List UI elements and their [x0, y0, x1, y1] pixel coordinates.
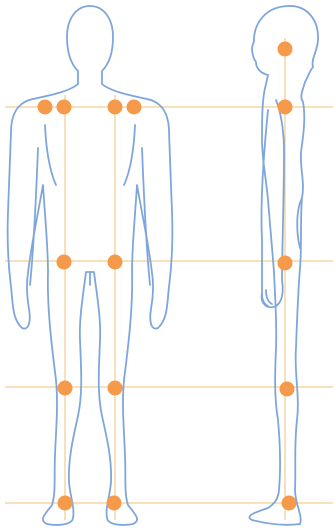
front-landmark-left-knee: [58, 381, 73, 396]
side-landmark-ankle: [282, 496, 297, 511]
front-landmark-left-hip: [57, 255, 72, 270]
vertical-plumb-lines: [65, 38, 285, 520]
side-landmark-shoulder: [278, 100, 293, 115]
front-landmark-right-hip: [108, 255, 123, 270]
front-landmark-right-shoulder-outer: [127, 100, 142, 115]
side-landmark-hip: [278, 256, 293, 271]
side-landmark-ear: [278, 42, 293, 57]
front-landmark-right-knee: [108, 381, 123, 396]
front-landmark-left-shoulder-outer: [38, 100, 53, 115]
front-left-scapula-line: [45, 125, 56, 185]
front-view-landmarks: [38, 100, 142, 511]
front-landmark-right-shoulder-inner: [108, 100, 123, 115]
front-right-scapula-line: [124, 125, 135, 185]
side-landmark-knee: [280, 382, 295, 397]
front-landmark-left-shoulder-inner: [57, 100, 72, 115]
front-landmark-right-ankle: [107, 496, 122, 511]
side-arm-outline: [261, 100, 284, 307]
front-landmark-left-ankle: [58, 496, 73, 511]
